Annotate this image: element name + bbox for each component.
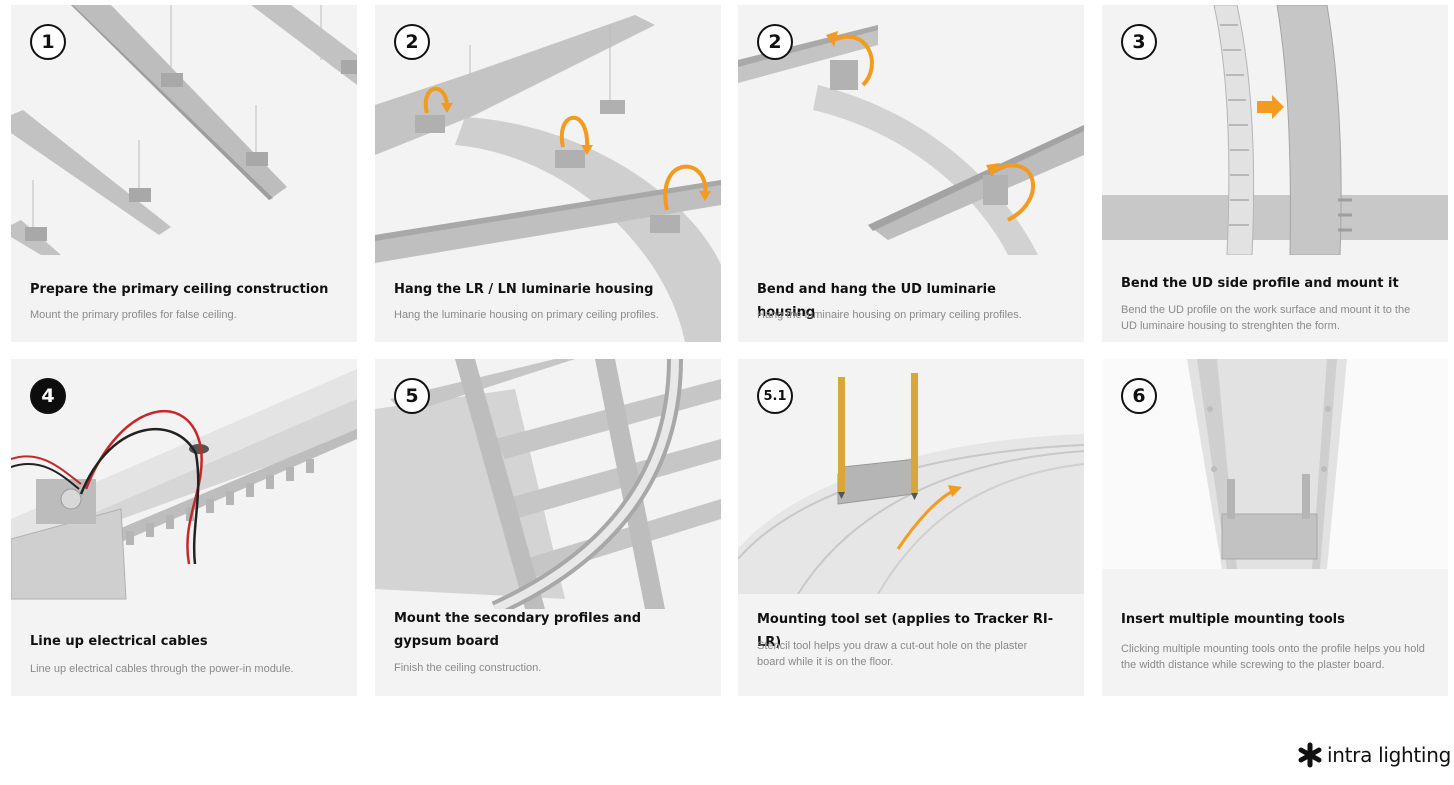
step-description: Hang the luminaire housing on primary ce… (757, 309, 1022, 321)
mounting-tool-set-illustration (738, 359, 1084, 594)
step-card-1: 1 Prepare the primary ceiling constructi… (11, 5, 357, 342)
step-card-7: 5.1 Mounting tool set (applies to Tracke… (738, 359, 1084, 696)
step-card-3: 2 Bend and hang the UD luminarie housing… (738, 5, 1084, 342)
mounting-tools-illustration (1102, 359, 1448, 569)
step-card-2: 2 Hang the LR / LN luminarie housing Han… (375, 5, 721, 342)
step-card-6: 5 Mount the secondary profiles and gypsu… (375, 359, 721, 696)
step-title: Line up electrical cables (30, 634, 208, 649)
step-title: Mounting tool set (applies to Tracker RI… (757, 612, 1054, 650)
step-number-badge: 6 (1121, 378, 1157, 414)
step-title: Insert multiple mounting tools (1121, 612, 1345, 627)
step-title: Bend the UD side profile and mount it (1121, 276, 1399, 291)
electrical-cables-illustration (11, 359, 357, 619)
step-description: Line up electrical cables through the po… (30, 663, 294, 675)
step-description: Hang the luminarie housing on primary ce… (394, 309, 659, 321)
step-description: Clicking multiple mounting tools onto th… (1121, 643, 1425, 671)
step-card-8: 6 Insert multiple mounting tools Clickin… (1102, 359, 1448, 696)
ceiling-profiles-illustration (11, 5, 357, 255)
step-number-badge: 3 (1121, 24, 1157, 60)
step-number-badge: 4 (30, 378, 66, 414)
step-number-badge: 1 (30, 24, 66, 60)
brand-name: intra lighting (1327, 743, 1451, 767)
step-description: Finish the ceiling construction. (394, 662, 542, 674)
step-title: Hang the LR / LN luminarie housing (394, 282, 654, 297)
step-number-badge: 5.1 (757, 378, 793, 414)
lr-ln-housing-illustration (375, 5, 721, 342)
step-card-4: 3 Bend the UD side profile and mount it … (1102, 5, 1448, 342)
step-title: Bend and hang the UD luminarie housing (757, 282, 996, 320)
step-title: Prepare the primary ceiling construction (30, 282, 329, 297)
step-description: Mount the primary profiles for false cei… (30, 309, 237, 321)
step-description: Stencil tool helps you draw a cut-out ho… (757, 640, 1028, 668)
step-card-5: 4 Line up electrical cables Line up elec… (11, 359, 357, 696)
ud-housing-illustration (738, 5, 1084, 255)
asterisk-logo-icon (1298, 742, 1322, 768)
secondary-profiles-illustration (375, 359, 721, 609)
step-number-badge: 2 (394, 24, 430, 60)
brand-logo: intra lighting (1297, 740, 1451, 770)
step-number-badge: 2 (757, 24, 793, 60)
step-description: Bend the UD profile on the work surface … (1121, 304, 1411, 332)
ud-side-profile-illustration (1102, 5, 1448, 255)
step-title: Mount the secondary profiles and gypsum … (394, 611, 642, 649)
step-number-badge: 5 (394, 378, 430, 414)
